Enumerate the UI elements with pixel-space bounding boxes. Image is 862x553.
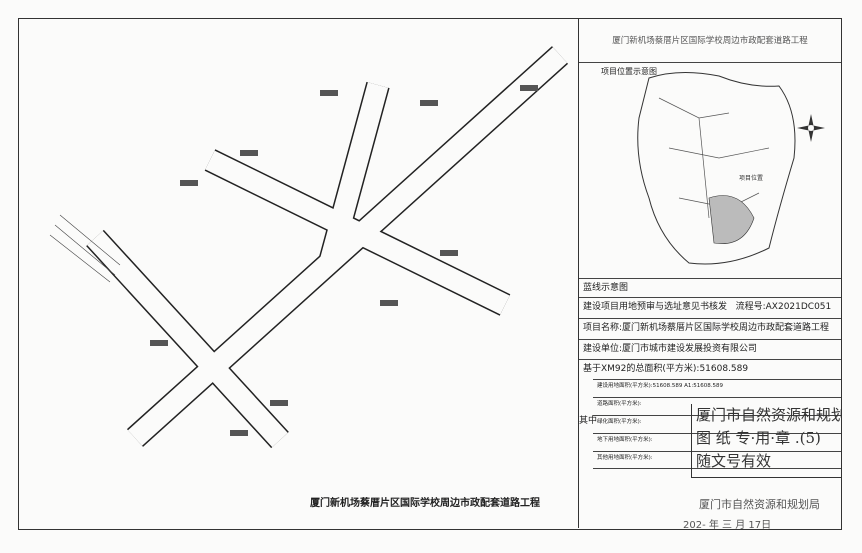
drawing-frame <box>18 18 842 530</box>
project-name: 项目名称:厦门新机场蔡厝片区国际学校周边市政配套道路工程 <box>579 318 841 338</box>
sub-row: 其他用地面积(平方米): <box>593 451 841 469</box>
sub-row: 道路面积(平方米): <box>593 397 841 415</box>
total-area: 基于XM92的总面积(平方米):51608.589 <box>579 359 841 379</box>
builder: 建设单位:厦门市城市建设发展投资有限公司 <box>579 339 841 359</box>
issue-date: 202- 年 三 月 17日 <box>683 520 772 531</box>
dense-annotations <box>49 214 121 283</box>
map-title: 厦门新机场蔡厝片区国际学校周边市政配套道路工程 <box>310 498 540 509</box>
sub-row: 地下用地面积(平方米): <box>593 433 841 451</box>
official-stamp: 厦门市自然资源和规划局 图 纸 专·用·章 .(5) 随文号有效 <box>691 404 841 478</box>
sub-row: 绿化面积(平方米): <box>593 415 841 433</box>
blue-line-label: 蓝线示意图 <box>579 278 841 298</box>
of-which-label: 其中 <box>579 416 598 426</box>
location-map-label: 项目位置示意图 <box>601 67 657 76</box>
process-row: 建设项目用地预审与选址意见书核发 流程号:AX2021DC051 <box>579 297 841 317</box>
sub-row: 建设用地面积(平方米):51608.589 A1:51608.589 <box>593 379 841 397</box>
issuer: 厦门市自然资源和规划局 <box>699 498 820 511</box>
location-map: 项目位置 <box>637 71 825 265</box>
panel-title: 厦门新机场蔡厝片区国际学校周边市政配套道路工程 <box>579 18 841 63</box>
site-marker: 项目位置 <box>739 174 763 182</box>
process-text: 建设项目用地预审与选址意见书核发 <box>583 302 728 312</box>
compass-icon <box>797 114 825 142</box>
info-panel: 厦门新机场蔡厝片区国际学校周边市政配套道路工程 项目位置示意图 项目位置 蓝线示… <box>578 18 841 531</box>
process-number: 流程号:AX2021DC051 <box>735 302 832 312</box>
road-map-drawing <box>49 46 569 449</box>
